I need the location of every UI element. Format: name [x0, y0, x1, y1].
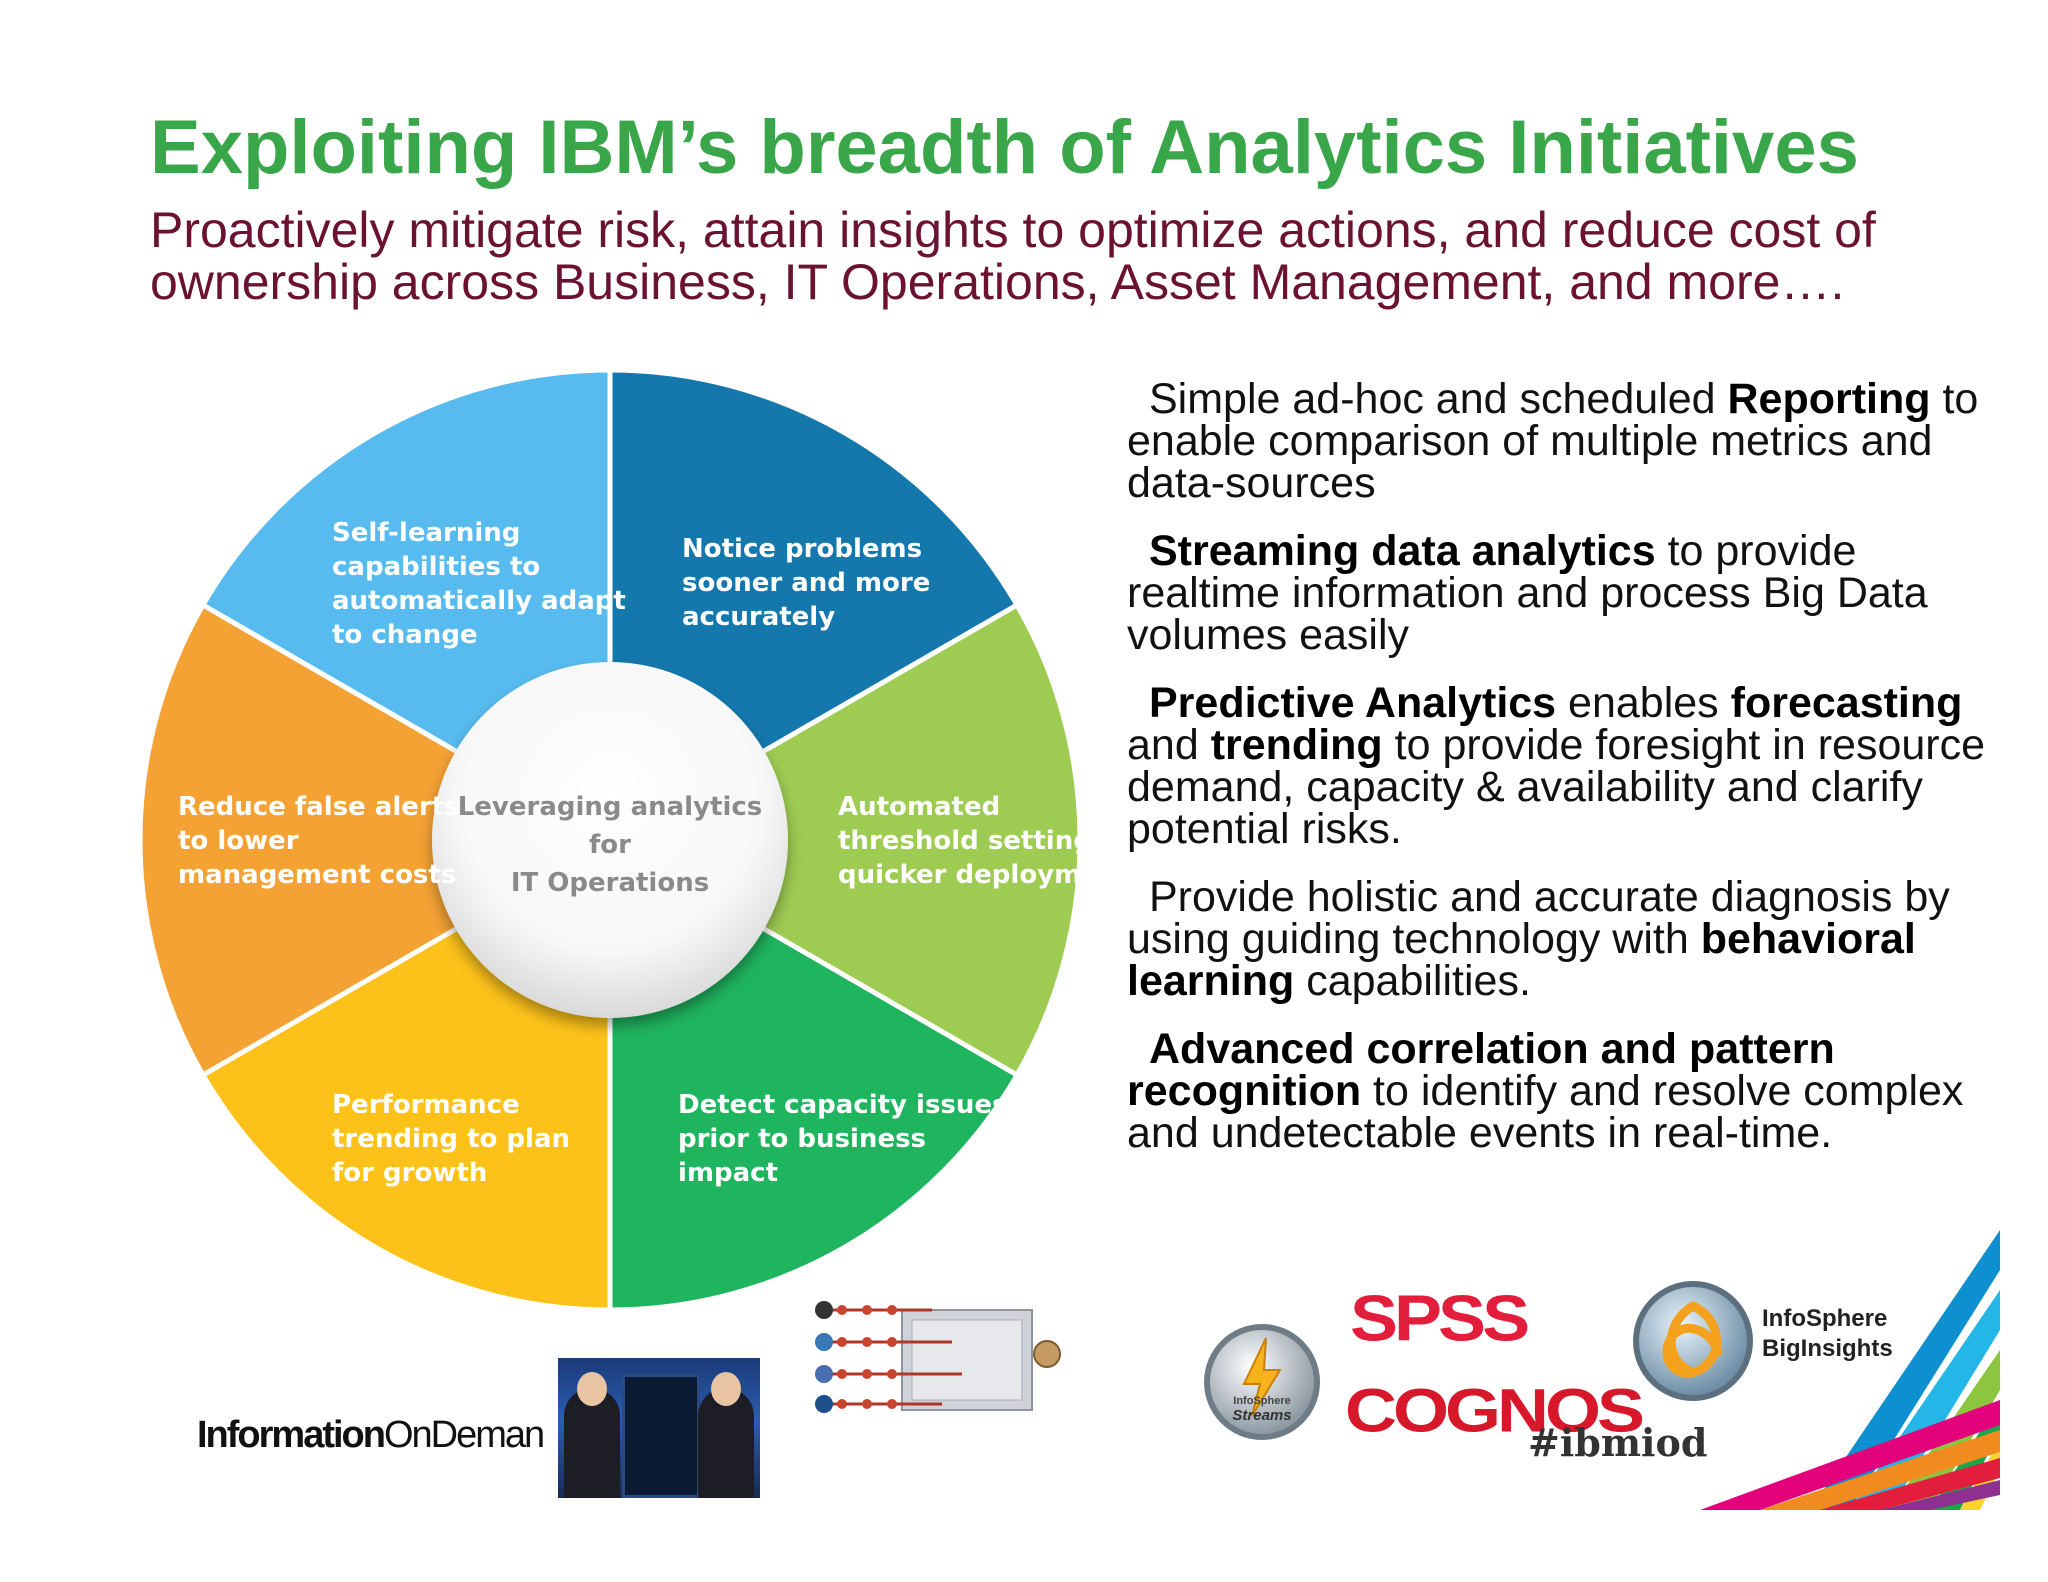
spss-logo: SPSS: [1350, 1283, 1530, 1355]
bullet-emphasis: Reporting: [1727, 375, 1931, 423]
center-hub: [432, 662, 788, 1018]
feature-bullet: Predictive Analytics enables forecasting…: [1127, 679, 2007, 853]
feature-list: Simple ad-hoc and scheduled Reporting to…: [1127, 378, 2007, 1180]
bullet-text: to provide realtime information and proc…: [1127, 527, 1928, 659]
bullet-text: capabilities.: [1294, 957, 1531, 1005]
biginsights-text: InfoSphere BigInsights: [1762, 1305, 1893, 1362]
bullet-emphasis: forecasting: [1730, 679, 1963, 727]
bullet-text: to enable comparison of multiple metrics…: [1127, 375, 1979, 507]
infosphere-streams-logo: InfoSphere Streams: [1204, 1324, 1320, 1440]
information-on-demand-logo: InformationOnDeman: [197, 1414, 545, 1456]
bullet-text: to provide foresight in resource demand,…: [1127, 721, 1986, 853]
svg-text:InfoSphere: InfoSphere: [1233, 1395, 1290, 1407]
page-subtitle: Proactively mitigate risk, attain insigh…: [150, 202, 1876, 310]
infosphere-biginsights-logo: [1633, 1281, 1753, 1401]
hashtag-ibmiod: #ibmiod: [1528, 1420, 1708, 1465]
feature-bullet: Simple ad-hoc and scheduled Reporting to…: [1127, 375, 2007, 507]
cognos-logo: COGNOS: [1345, 1377, 1645, 1445]
server-network-graphic: [815, 1301, 1061, 1413]
bullet-emphasis: Predictive Analytics: [1149, 679, 1557, 727]
svg-text:Streams: Streams: [1232, 1407, 1291, 1424]
bullet-text: enables: [1556, 679, 1731, 727]
bullet-emphasis: Advanced correlation and pattern recogni…: [1127, 1025, 1835, 1115]
center-label: Leveraging analytics for IT Operations: [457, 792, 763, 898]
bullet-emphasis: trending: [1210, 721, 1383, 769]
feature-bullet: Advanced correlation and pattern recogni…: [1127, 1025, 2007, 1157]
decorative-color-stripes: [1700, 1230, 2000, 1510]
bullet-text: and: [1127, 721, 1211, 769]
bullet-emphasis: behavioral learning: [1127, 915, 1916, 1005]
analytics-wheel-graphic: [137, 367, 1083, 1313]
feature-bullet: Streaming data analytics to provide real…: [1127, 527, 2007, 659]
watson-event-photo: [558, 1358, 760, 1498]
bullet-text: to identify and resolve complex and unde…: [1127, 1067, 1964, 1157]
bullet-text: Provide holistic and accurate diagnosis …: [1127, 873, 1950, 963]
bullet-emphasis: Streaming data analytics: [1149, 527, 1656, 575]
feature-bullet: Provide holistic and accurate diagnosis …: [1127, 873, 2007, 1005]
page-title: Exploiting IBM’s breadth of Analytics In…: [150, 105, 1859, 190]
bullet-text: Simple ad-hoc and scheduled: [1149, 375, 1728, 423]
